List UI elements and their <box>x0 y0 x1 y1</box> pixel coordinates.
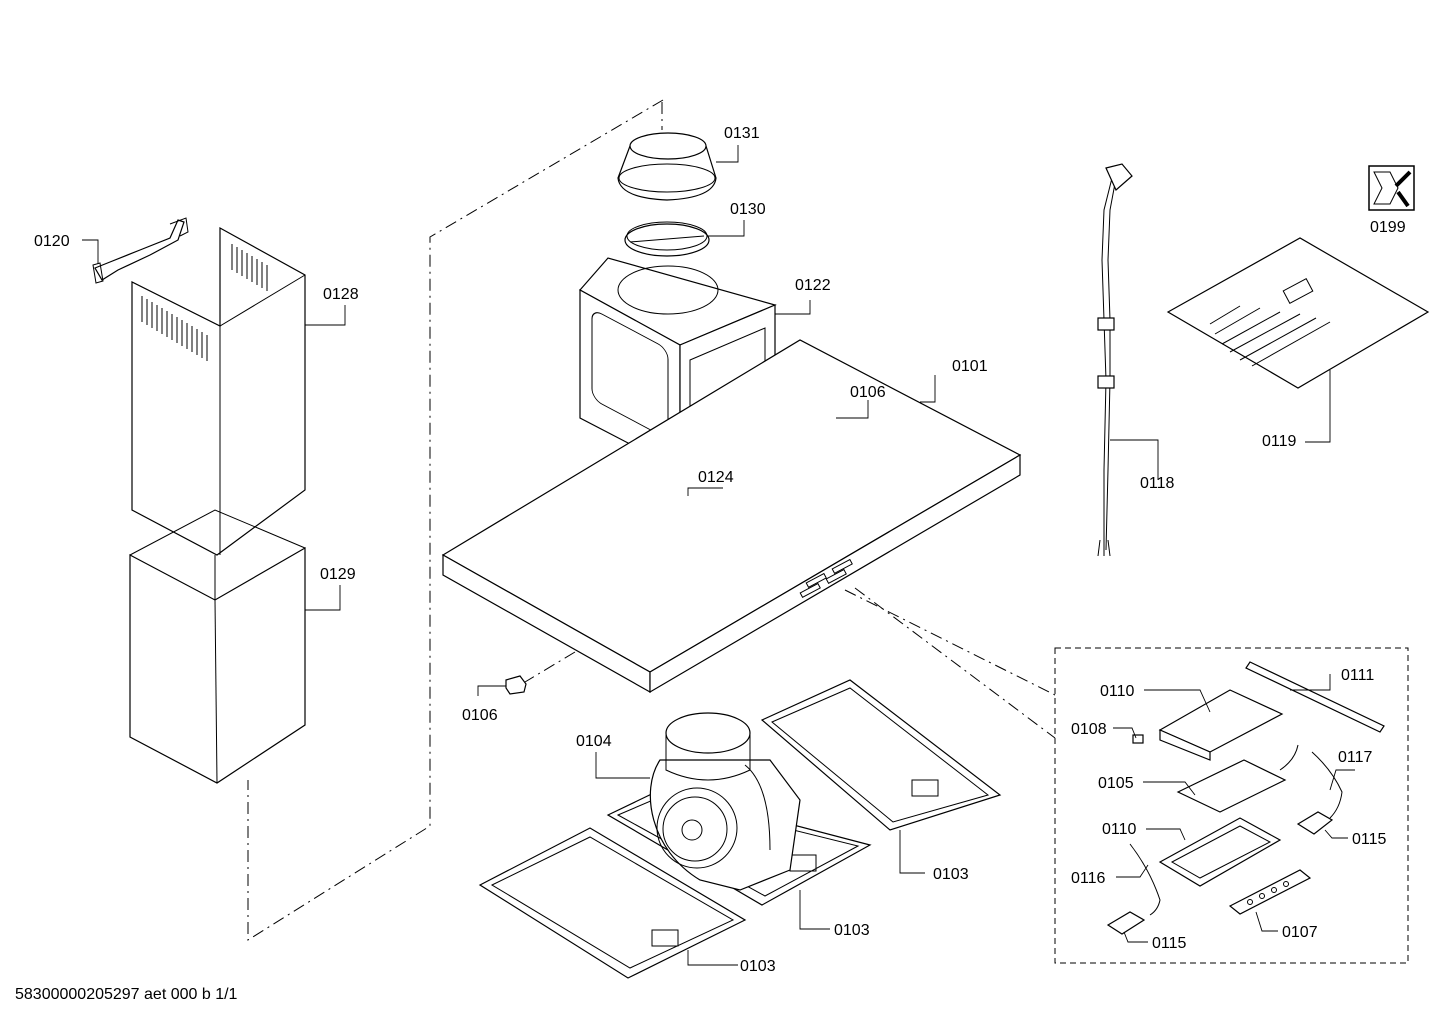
leader-lines <box>82 145 1355 966</box>
label-0199: 0199 <box>1370 219 1406 236</box>
label-0106-upper: 0106 <box>850 384 886 401</box>
part-0120-bracket[interactable] <box>92 217 189 284</box>
part-0117-cable[interactable] <box>1311 751 1343 819</box>
part-0104-blower-motor[interactable] <box>649 712 801 891</box>
label-0131: 0131 <box>724 125 760 142</box>
part-0103-filter-left[interactable] <box>478 827 747 979</box>
part-0118-power-cable[interactable] <box>1097 163 1133 557</box>
label-0101: 0101 <box>952 358 988 375</box>
label-0115-right: 0115 <box>1352 831 1387 848</box>
part-labels: 0120 0128 0129 0131 0130 0122 0101 0106 … <box>34 125 1406 975</box>
label-0117: 0117 <box>1338 749 1373 766</box>
part-0115-connector-left[interactable] <box>1106 911 1146 935</box>
label-0119: 0119 <box>1262 433 1297 450</box>
label-0111: 0111 <box>1341 667 1374 684</box>
part-0108-clip[interactable] <box>1132 734 1144 744</box>
wrench-nut-icon <box>1368 165 1415 211</box>
part-0131-duct-collar[interactable] <box>617 132 717 201</box>
label-0110-top: 0110 <box>1100 683 1135 700</box>
label-0108: 0108 <box>1071 721 1107 738</box>
label-0128: 0128 <box>323 286 359 303</box>
part-0129-lower-chimney[interactable] <box>129 509 306 784</box>
label-0103-right: 0103 <box>933 866 969 883</box>
label-0130: 0130 <box>730 201 766 218</box>
label-0105: 0105 <box>1098 775 1134 792</box>
label-0104: 0104 <box>576 733 612 750</box>
electronics-detail-box <box>1054 647 1409 964</box>
label-0120: 0120 <box>34 233 70 250</box>
label-0122: 0122 <box>795 277 831 294</box>
part-0119-fastener-kit[interactable] <box>1166 237 1430 389</box>
label-0129: 0129 <box>320 566 356 583</box>
part-0115-connector-right[interactable] <box>1296 811 1334 835</box>
label-0103-left: 0103 <box>740 958 776 975</box>
part-0130-non-return-flap[interactable] <box>624 221 710 257</box>
label-0106-lower: 0106 <box>462 707 498 724</box>
document-code: 58300000205297 aet 000 b 1/1 <box>15 986 238 1003</box>
part-0101-canopy[interactable] <box>441 339 1022 694</box>
part-0106-clip-lower[interactable] <box>505 675 527 695</box>
part-0107-button-panel[interactable] <box>1228 869 1312 915</box>
label-0116: 0116 <box>1071 870 1106 887</box>
vent-slots-right <box>231 244 268 291</box>
part-0111-ribbon-cable[interactable] <box>1245 661 1385 733</box>
label-0118: 0118 <box>1140 475 1175 492</box>
label-0103-middle: 0103 <box>834 922 870 939</box>
label-0115-left: 0115 <box>1152 935 1187 952</box>
part-0128-upper-chimney[interactable] <box>131 226 306 556</box>
label-0107: 0107 <box>1282 924 1318 941</box>
part-0105-control-board[interactable] <box>1176 744 1299 813</box>
part-0103-filter-right[interactable] <box>760 679 1002 831</box>
part-0110-housing[interactable] <box>1158 817 1282 887</box>
label-0124: 0124 <box>698 469 734 486</box>
vent-slots-left <box>141 296 208 361</box>
part-0116-cable[interactable] <box>1129 843 1161 916</box>
part-0110-cover[interactable] <box>1158 689 1284 761</box>
label-0110-bottom: 0110 <box>1102 821 1137 838</box>
